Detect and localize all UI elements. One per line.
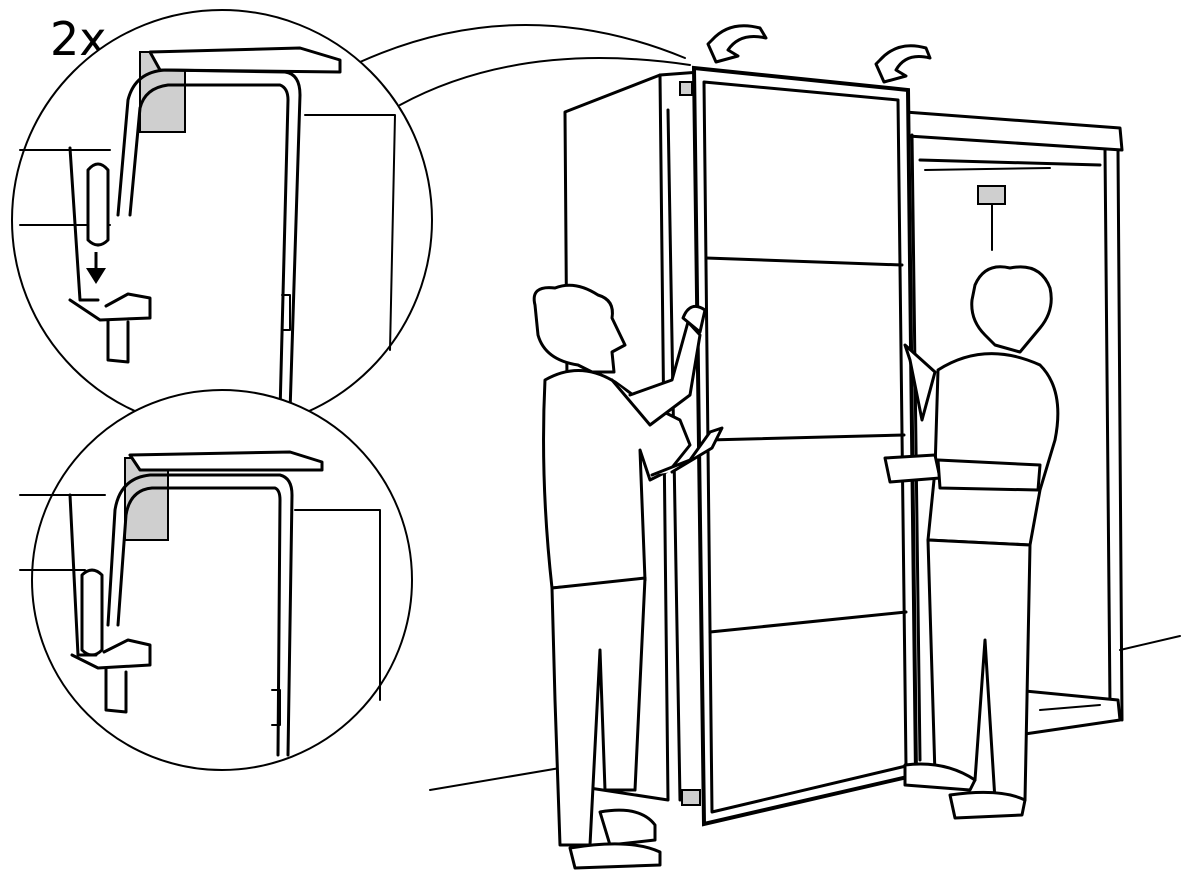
floor (429, 635, 1181, 791)
sliding-door (679, 65, 922, 827)
door-roller-top (679, 81, 693, 96)
door-roller-bottom (681, 789, 701, 806)
down-arrow-icon (86, 252, 106, 284)
detail-view-after (19, 389, 413, 771)
callout-connector (359, 23, 691, 106)
rotate-arrow-icon (874, 44, 932, 84)
wall-bracket (977, 185, 1006, 205)
rotate-arrow-icon (706, 24, 768, 64)
person-left (532, 283, 724, 870)
detail-view-before (11, 9, 433, 431)
person-right (883, 265, 1060, 820)
